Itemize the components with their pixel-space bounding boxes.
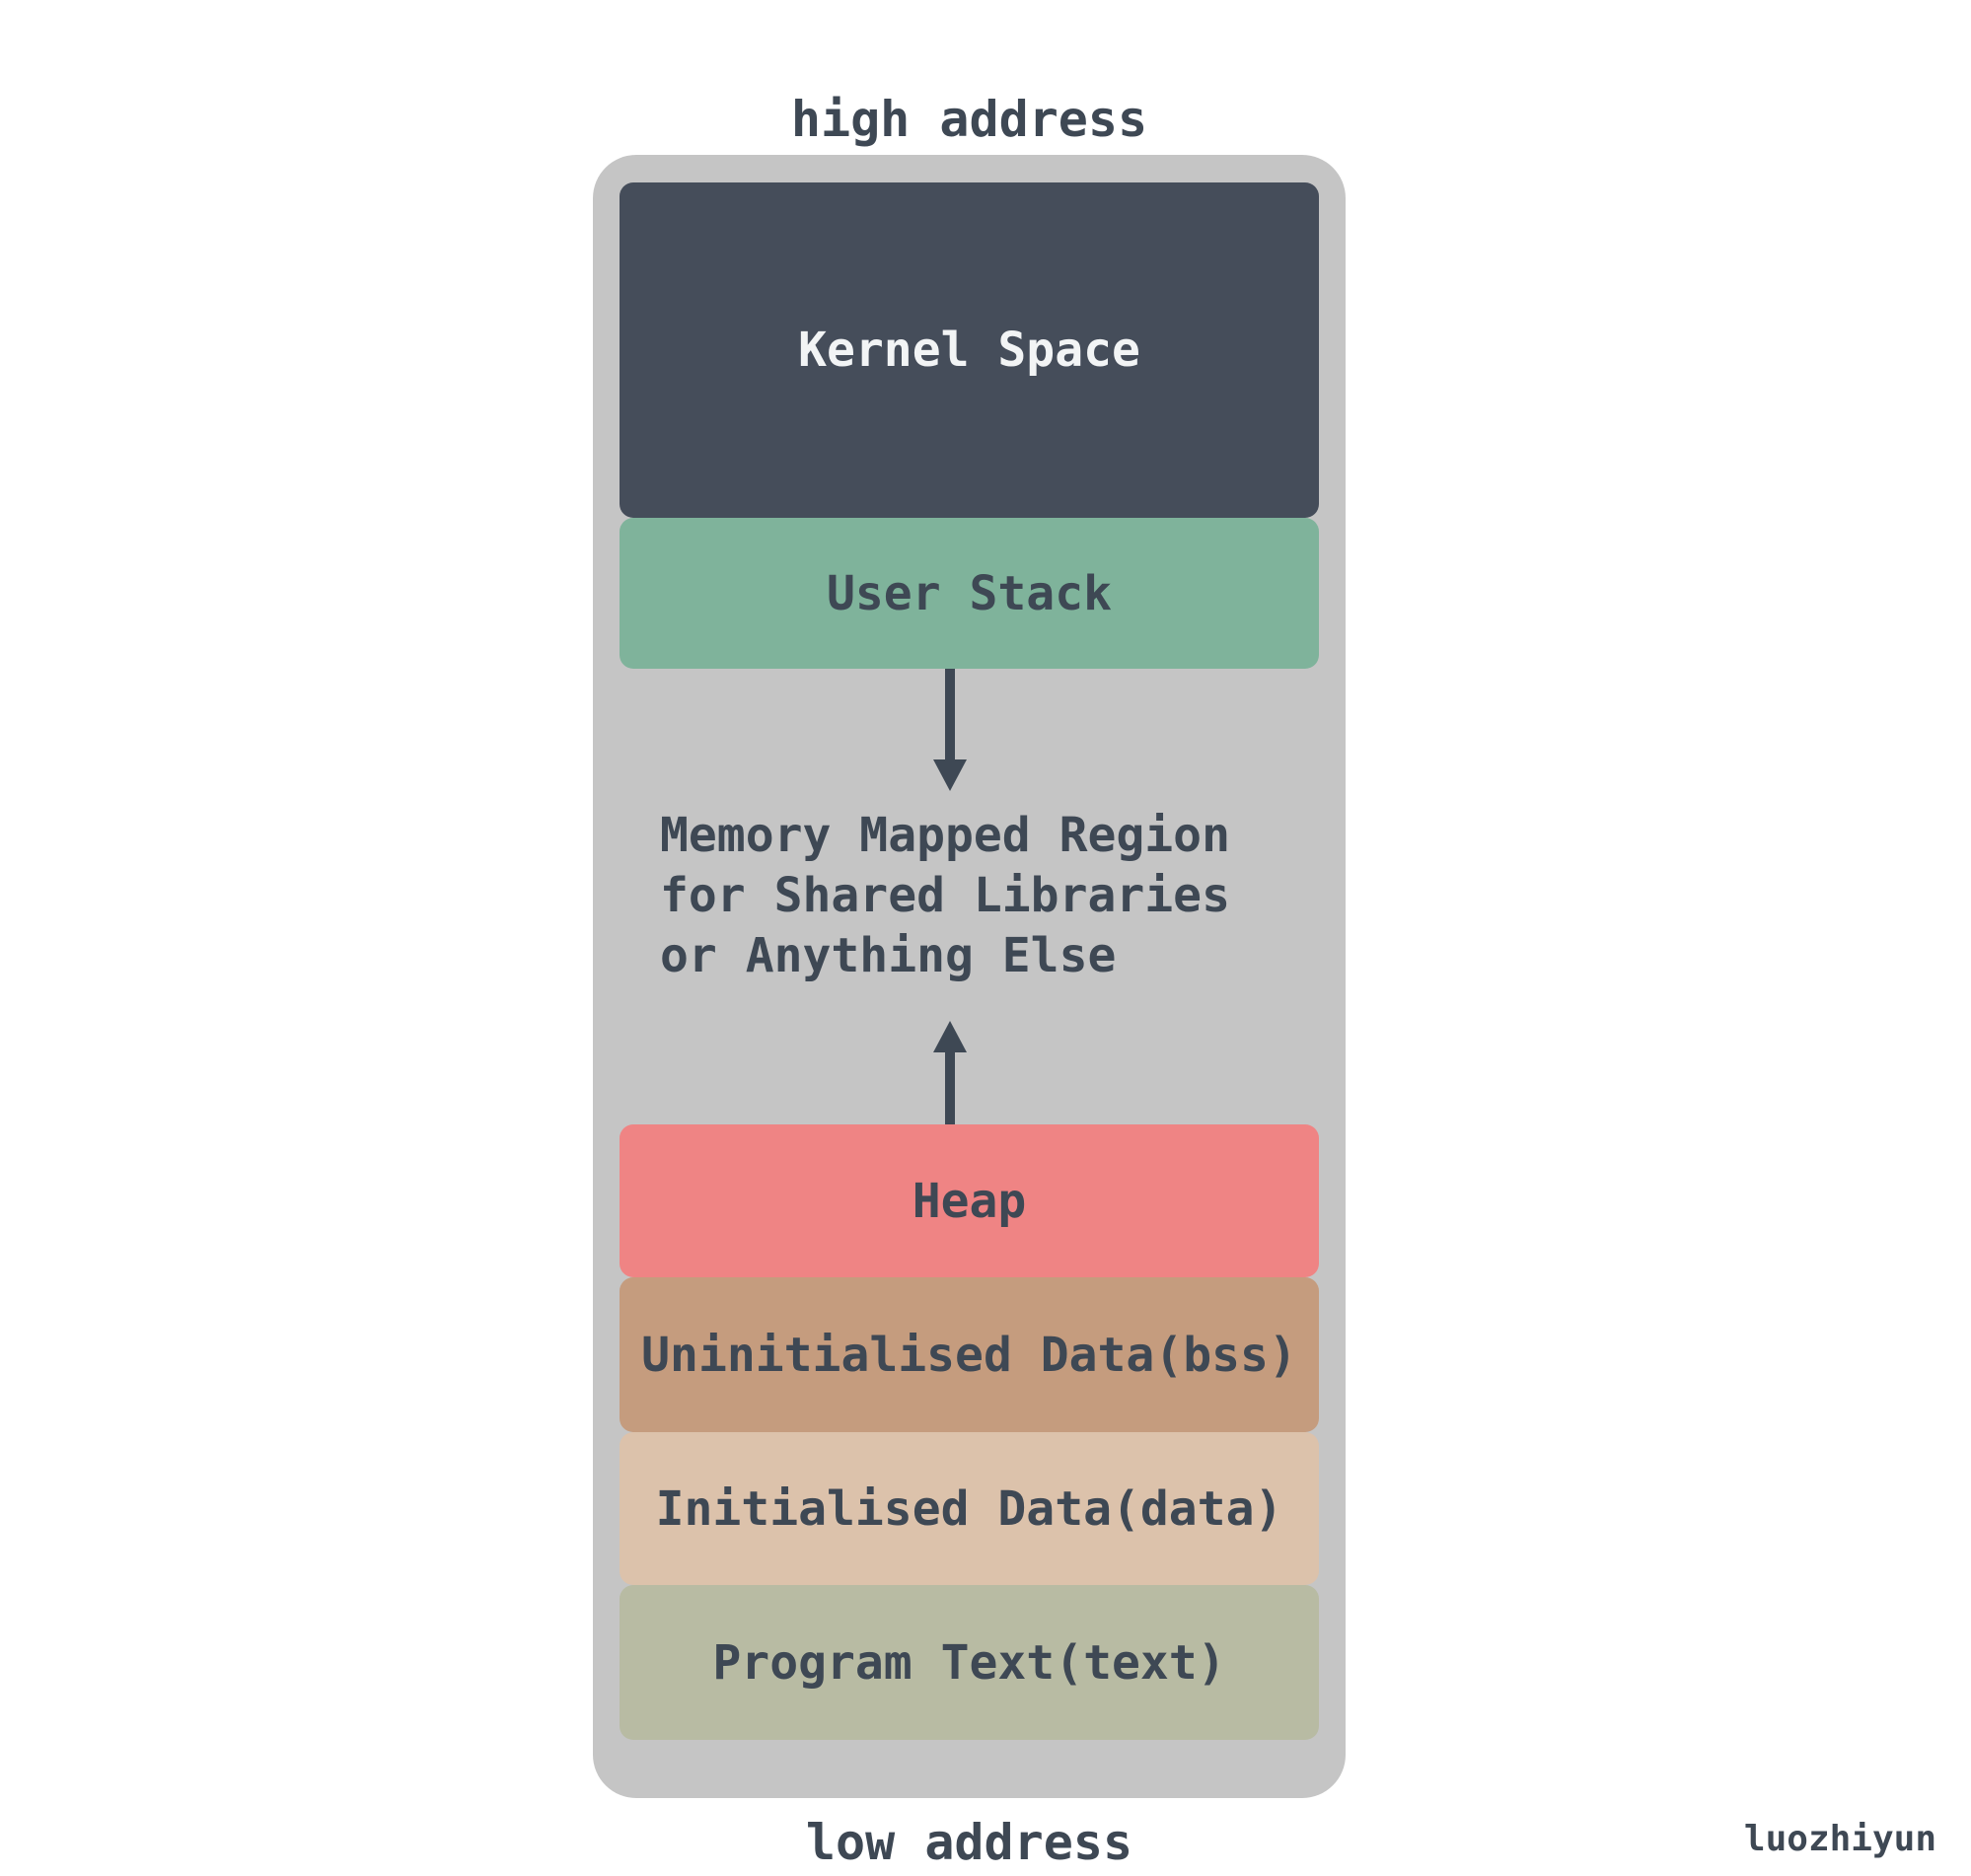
region-heap: Heap (620, 1124, 1319, 1277)
process-address-space-container: Kernel Space User Stack Memory Mapped Re… (593, 155, 1346, 1798)
region-uninitialised-data-bss-label: Uninitialised Data(bss) (641, 1327, 1297, 1383)
region-program-text: Program Text(text) (620, 1585, 1319, 1740)
mmap-note-line-2: for Shared Libraries (660, 868, 1230, 923)
region-uninitialised-data-bss: Uninitialised Data(bss) (620, 1277, 1319, 1432)
region-program-text-label: Program Text(text) (712, 1634, 1226, 1691)
mmap-note-line-3: or Anything Else (660, 928, 1117, 983)
arrow-up-icon (945, 1052, 955, 1124)
region-initialised-data: Initialised Data(data) (620, 1432, 1319, 1585)
region-heap-label: Heap (912, 1173, 1027, 1229)
region-kernel-space: Kernel Space (620, 182, 1319, 518)
region-initialised-data-label: Initialised Data(data) (655, 1480, 1283, 1537)
watermark: luozhiyun (1743, 1819, 1936, 1859)
region-user-stack-label: User Stack (827, 565, 1112, 621)
region-kernel-space-label: Kernel Space (798, 323, 1140, 378)
arrow-down-icon (945, 669, 955, 759)
high-address-label: high address (790, 91, 1148, 148)
mmap-note: Memory Mapped Region for Shared Librarie… (660, 806, 1230, 986)
arrow-up-head-icon (933, 1021, 967, 1052)
low-address-label: low address (805, 1814, 1133, 1871)
region-user-stack: User Stack (620, 518, 1319, 669)
mmap-note-line-1: Memory Mapped Region (660, 808, 1230, 863)
arrow-down-head-icon (933, 759, 967, 791)
